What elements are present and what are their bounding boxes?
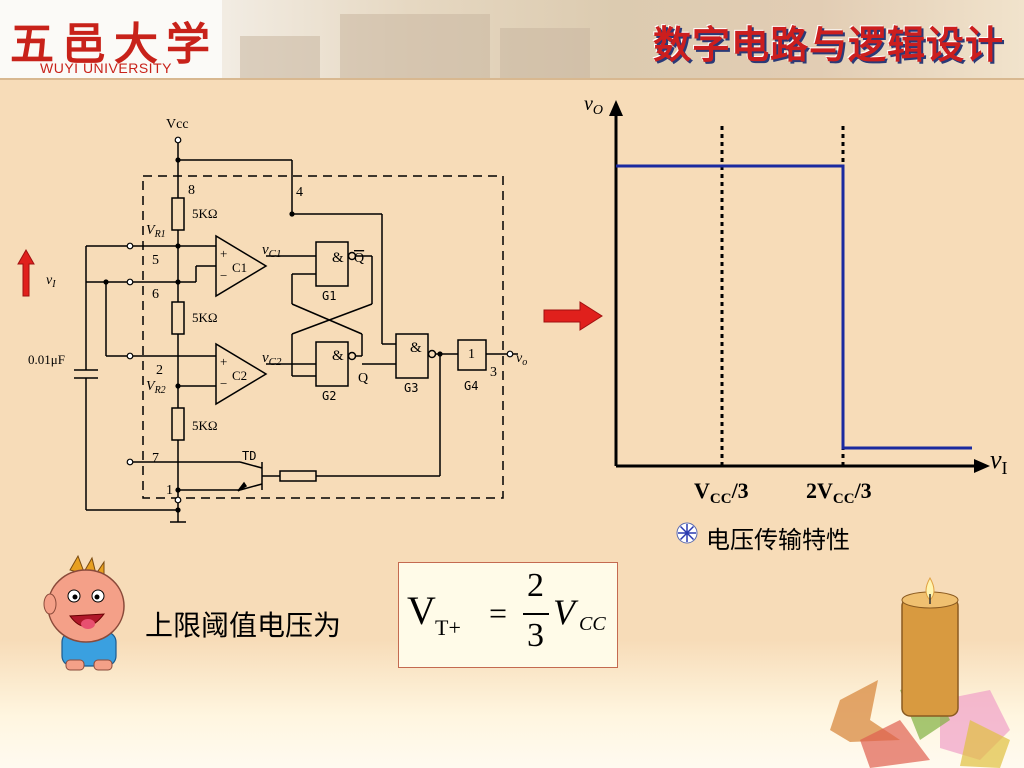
- fraction-bar: [523, 613, 549, 615]
- vc2-label: vC2: [262, 350, 282, 368]
- g1-label: G1: [322, 289, 336, 303]
- pin-6-label: 6: [152, 287, 159, 302]
- transfer-curve: [616, 164, 972, 450]
- threshold-formula: V T+ = 2 3 V CC: [398, 562, 618, 668]
- c2-plus-sign: +: [220, 354, 227, 369]
- resistor-r3: [171, 407, 185, 441]
- pin-7-label: 7: [152, 451, 159, 466]
- vr1-label: VR1: [146, 223, 166, 240]
- header-divider: [0, 78, 1024, 80]
- tick-label-2vcc3: 2VCC/3: [806, 478, 872, 507]
- vcc-label: Vcc: [166, 117, 189, 132]
- formula-equals: =: [489, 595, 508, 631]
- formula-vcc-sub: CC: [579, 613, 606, 635]
- formula-v: V: [407, 588, 436, 633]
- resistor-r1-label: 5KΩ: [192, 206, 218, 221]
- pin-2-label: 2: [156, 363, 163, 378]
- formula-numerator: 2: [527, 567, 544, 604]
- vo-label: vo: [516, 351, 527, 368]
- nand-gate-g1: [315, 241, 349, 287]
- c1-minus-sign: −: [220, 268, 227, 283]
- pin-5-label: 5: [152, 253, 159, 268]
- g2-and-symbol: &: [332, 348, 344, 364]
- g3-label: G3: [404, 381, 418, 395]
- circuit-diagram: [74, 140, 518, 523]
- transition-arrow: [543, 301, 603, 331]
- header-building-shape: [500, 28, 590, 78]
- resistor-r3-label: 5KΩ: [192, 418, 218, 433]
- pin-4-label: 4: [296, 185, 303, 200]
- circuit-junctions: [103, 157, 443, 513]
- threshold-statement: 上限阈值电压为: [145, 609, 342, 642]
- qbar-label: Q: [354, 251, 364, 266]
- chip-boundary: [142, 175, 504, 499]
- resistor-r2: [171, 301, 185, 335]
- nand-gate-g2: [315, 341, 349, 387]
- c1-plus-sign: +: [220, 246, 227, 261]
- g4-not-symbol: 1: [468, 347, 475, 362]
- pin-3-label: 3: [490, 365, 497, 380]
- inverter-g4: [457, 339, 487, 371]
- graph-ylabel: vO: [584, 93, 603, 118]
- nand-gate-g3: [395, 333, 429, 379]
- vr2-label: VR2: [146, 379, 166, 396]
- graph-caption: 电压传输特性: [706, 526, 850, 554]
- resistor-rd: [279, 470, 317, 482]
- logo-english-text: WUYI UNIVERSITY: [40, 60, 172, 76]
- input-rising-arrow: [17, 248, 35, 297]
- cartoon-boy-illustration: [43, 554, 125, 671]
- formula-sub: T+: [435, 615, 461, 640]
- transfer-characteristic-graph: vO vI VCC/3 2VCC/3: [584, 93, 1008, 507]
- pin-1-label: 1: [166, 483, 173, 498]
- g4-label: G4: [464, 379, 478, 393]
- c1-label: C1: [232, 260, 247, 275]
- g1-and-symbol: &: [332, 250, 344, 266]
- header-building-shape: [340, 14, 490, 78]
- comparator-c1: [215, 234, 268, 298]
- formula-vcc: V: [553, 592, 575, 632]
- header-building-shape: [240, 36, 320, 78]
- slide-title: 数字电路与逻辑设计: [652, 23, 1004, 67]
- logo-chinese-text: 五邑大学: [10, 19, 218, 70]
- pin-8-label: 8: [188, 183, 195, 198]
- comparator-c2: [215, 342, 268, 406]
- sparkle-bullet-icon: [676, 522, 698, 544]
- candle-leaves-decoration: [830, 576, 1010, 768]
- capacitor-label: 0.01μF: [28, 352, 65, 367]
- c2-label: C2: [232, 368, 247, 383]
- vi-label: vI: [46, 273, 56, 290]
- pin-terminals: [126, 136, 514, 504]
- vc1-label: vC1: [262, 242, 282, 260]
- graph-xlabel: vI: [990, 445, 1008, 478]
- university-logo: 五邑大学 WUYI UNIVERSITY: [0, 0, 222, 78]
- tick-label-vcc3: VCC/3: [694, 478, 749, 507]
- c2-minus-sign: −: [220, 376, 227, 391]
- formula-denominator: 3: [527, 617, 544, 654]
- g3-and-symbol: &: [410, 340, 422, 356]
- resistor-r1: [171, 197, 185, 231]
- td-label: TD: [242, 449, 256, 463]
- g2-label: G2: [322, 389, 336, 403]
- resistor-r2-label: 5KΩ: [192, 310, 218, 325]
- q-label: Q: [358, 371, 368, 386]
